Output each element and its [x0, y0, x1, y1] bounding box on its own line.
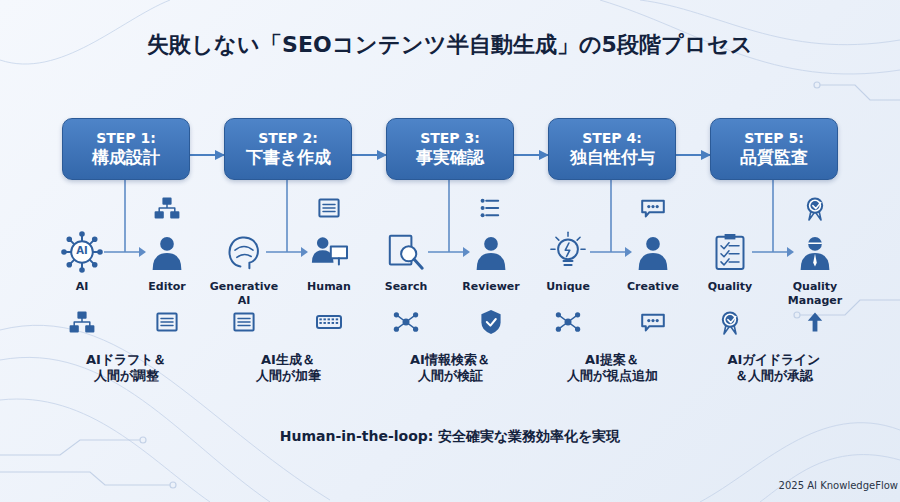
step-number: STEP 2:: [258, 130, 318, 148]
manager-icon: [801, 237, 830, 270]
shield-icon: [481, 310, 500, 334]
clipboard-icon: [717, 234, 744, 269]
nodes-icon: [394, 312, 418, 332]
step-connector: [676, 154, 710, 156]
icon-label: Quality Manager: [778, 280, 852, 308]
step-number: STEP 1:: [96, 130, 156, 148]
icon-arrow-head: [301, 247, 308, 257]
arrowup-icon: [808, 312, 822, 331]
step-box: STEP 4:独自性付与: [548, 118, 676, 180]
icon-arrow-line: [752, 251, 787, 253]
icon-label: AI: [45, 280, 119, 294]
step-number: STEP 3:: [420, 130, 480, 148]
chat-icon: [642, 315, 664, 331]
step-caption: AIガイドライン ＆人間が承認: [721, 352, 827, 385]
person-icon: [639, 237, 668, 270]
icon-arrow-line: [590, 251, 625, 253]
step-caption: AI生成＆ 人間が加筆: [235, 352, 341, 385]
person-icon: [477, 237, 506, 270]
step-title: 下書き作成: [246, 147, 331, 168]
step-connector: [514, 154, 548, 156]
icon-label: Generative AI: [207, 280, 281, 308]
step-connector: [190, 154, 224, 156]
step-connector: [352, 154, 386, 156]
icon-label: Human: [292, 280, 366, 294]
icon-arrow-head: [463, 247, 470, 257]
step-caption: AI提案＆ 人間が視点追加: [559, 352, 665, 385]
step-box: STEP 2:下書き作成: [224, 118, 352, 180]
brain-icon: [229, 238, 257, 269]
magnify-icon: [390, 236, 422, 268]
icon-arrow-line: [266, 251, 301, 253]
icon-label: Creative: [616, 280, 690, 294]
step-caption: AIドラフト＆ 人間が調整: [73, 352, 179, 385]
icon-arrow-line: [104, 251, 139, 253]
chat-icon: [642, 201, 664, 217]
step-title: 構成設計: [92, 147, 160, 168]
step-title: 事実確認: [416, 147, 484, 168]
icon-label: Unique: [531, 280, 605, 294]
list-icon: [481, 199, 499, 217]
badge-icon: [723, 312, 737, 334]
diagram-title: 失敗しない「SEOコンテンツ半自動生成」の5段階プロセス: [20, 30, 880, 60]
doc-icon: [319, 200, 338, 217]
icon-label: Quality: [693, 280, 767, 294]
drop-line: [610, 180, 612, 252]
diagram-caption: Human-in-the-loop: 安全確実な業務効率化を実現: [150, 428, 750, 446]
icon-label: Reviewer: [454, 280, 528, 294]
step-box: STEP 1:構成設計: [62, 118, 190, 180]
step-number: STEP 5:: [744, 130, 804, 148]
icon-arrow-head: [787, 247, 794, 257]
badge-icon: [808, 198, 822, 220]
icon-arrow-head: [625, 247, 632, 257]
step-caption: AI情報検索＆ 人間が検証: [397, 352, 503, 385]
step-box: STEP 3:事実確認: [386, 118, 514, 180]
doc-icon: [234, 314, 253, 331]
chip-text: AI: [67, 245, 97, 258]
drop-line: [124, 180, 126, 252]
computer-icon: [312, 237, 347, 264]
step-title: 独自性付与: [570, 147, 655, 168]
drop-line: [448, 180, 450, 252]
bulb-icon: [551, 232, 585, 265]
drop-line: [286, 180, 288, 252]
icon-layer: [62, 180, 829, 334]
icon-label: Editor: [130, 280, 204, 294]
person-icon: [153, 237, 182, 270]
step-title: 品質監査: [740, 147, 808, 168]
drop-line: [772, 180, 774, 252]
icon-arrow-line: [428, 251, 463, 253]
watermark: 2025 AI KnowledgeFlow: [768, 480, 898, 493]
chip-icon: [62, 232, 102, 272]
step-number: STEP 4:: [582, 130, 642, 148]
icon-arrow-head: [139, 247, 146, 257]
org-icon: [156, 198, 179, 217]
keyboard-icon: [317, 316, 341, 328]
step-box: STEP 5:品質監査: [710, 118, 838, 180]
icon-label: Search: [369, 280, 443, 294]
circuit-lines: [0, 82, 900, 488]
nodes-icon: [556, 312, 580, 332]
doc-icon: [157, 314, 176, 331]
org-icon: [71, 312, 94, 331]
